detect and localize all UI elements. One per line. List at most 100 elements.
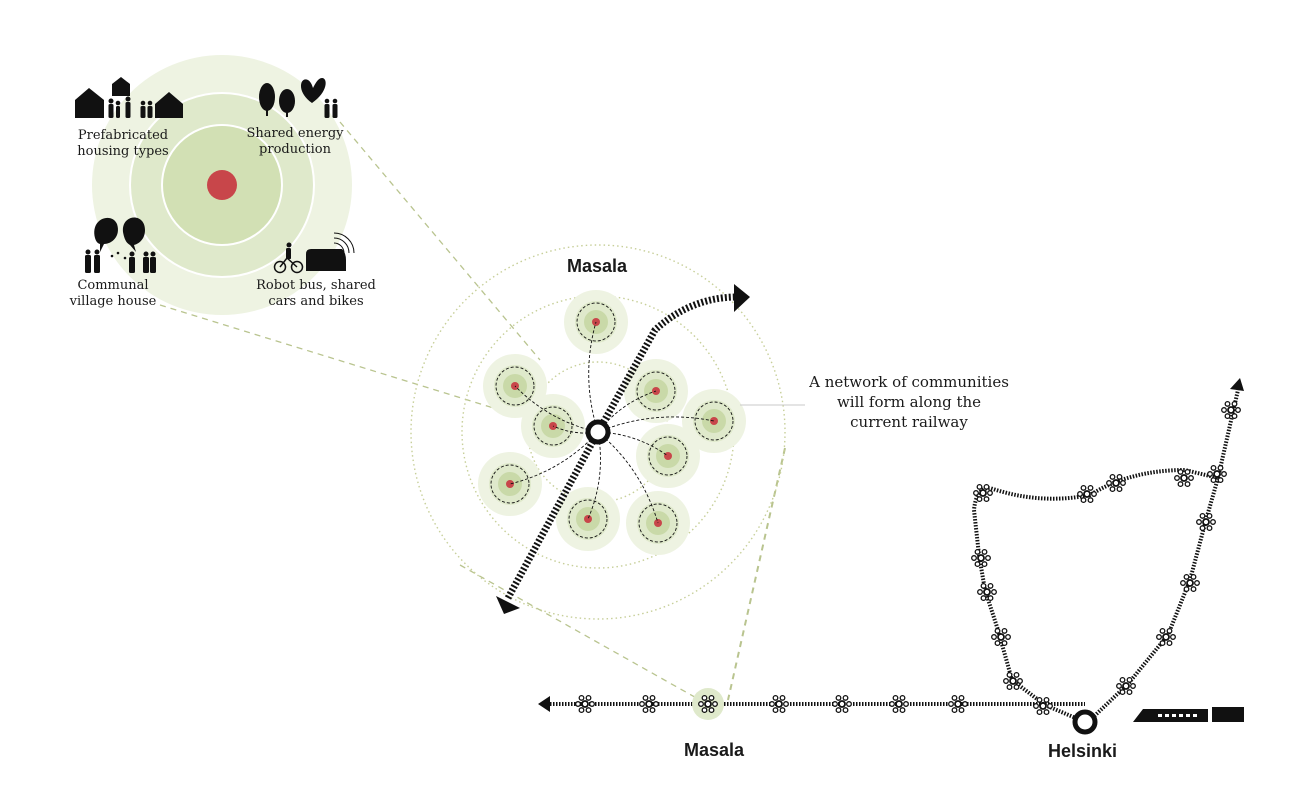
station-node xyxy=(1156,627,1176,647)
node-petal xyxy=(578,707,585,714)
zoom-center-dot xyxy=(207,170,237,200)
node-petal xyxy=(987,582,994,589)
node-petal xyxy=(987,490,993,496)
node-petal xyxy=(1184,481,1191,488)
loop-railway-line xyxy=(971,467,1221,724)
node-petal xyxy=(1159,627,1166,634)
node-petal xyxy=(958,707,965,714)
station-node xyxy=(1033,696,1053,716)
station-label-masala: Masala xyxy=(684,740,745,760)
pod-center xyxy=(584,515,592,523)
node-petal xyxy=(779,707,786,714)
node-petal xyxy=(1177,481,1184,488)
node-petal xyxy=(976,483,983,490)
node-center xyxy=(1122,682,1130,690)
node-petal xyxy=(974,548,981,555)
station-node xyxy=(1207,464,1227,484)
node-petal xyxy=(712,701,718,707)
station-node xyxy=(991,627,1011,647)
node-petal xyxy=(649,694,656,701)
label-line: housing types xyxy=(77,144,169,159)
station-node xyxy=(698,694,718,714)
node-petal xyxy=(779,694,786,701)
node-petal xyxy=(642,694,649,701)
pod-path-loop xyxy=(576,302,616,342)
node-petal xyxy=(1183,586,1190,593)
station-label-helsinki: Helsinki xyxy=(1048,741,1118,761)
network-outer-boundary xyxy=(410,244,786,620)
pod-path-loop xyxy=(694,401,734,441)
node-petal xyxy=(1120,480,1126,486)
station-node xyxy=(948,694,968,714)
node-petal xyxy=(1207,471,1213,477)
node-petal xyxy=(1006,684,1013,691)
train-icon xyxy=(1133,707,1244,722)
station-node xyxy=(575,694,595,714)
node-petal xyxy=(1116,486,1123,493)
house-icon xyxy=(75,88,104,118)
node-center xyxy=(1202,518,1210,526)
arrow-icon xyxy=(734,284,750,312)
label-line: village house xyxy=(69,294,157,309)
node-petal xyxy=(1003,678,1009,684)
node-petal xyxy=(903,701,909,707)
node-petal xyxy=(991,634,997,640)
station-node xyxy=(889,694,909,714)
node-center xyxy=(1009,677,1017,685)
node-petal xyxy=(701,694,708,701)
node-petal xyxy=(585,707,592,714)
community-network xyxy=(410,244,805,620)
label-line: Shared energy xyxy=(246,126,344,141)
village-icons xyxy=(85,217,156,273)
label-energy: Shared energy production xyxy=(240,126,350,158)
node-petal xyxy=(994,627,1001,634)
node-center xyxy=(895,700,903,708)
zoom-connectors xyxy=(159,121,786,701)
node-center xyxy=(581,700,589,708)
node-petal xyxy=(1033,703,1039,709)
train-body xyxy=(1133,709,1208,722)
node-petal xyxy=(899,694,906,701)
connector-line xyxy=(459,564,701,701)
pod-path-loop xyxy=(636,371,676,411)
node-petal xyxy=(769,701,775,707)
community-pod xyxy=(682,389,746,453)
pod-path xyxy=(552,425,599,434)
zoom-detail xyxy=(92,55,352,315)
node-petal xyxy=(983,496,990,503)
node-petal xyxy=(1126,676,1133,683)
wifi-signal-icon xyxy=(333,232,355,254)
node-petal xyxy=(1210,477,1217,484)
node-petal xyxy=(1235,407,1241,413)
node-petal xyxy=(974,561,981,568)
connector-line xyxy=(339,121,541,361)
note-line: current railway xyxy=(850,413,968,431)
node-petal xyxy=(1006,671,1013,678)
node-petal xyxy=(973,490,979,496)
station-node xyxy=(971,548,991,568)
train-car xyxy=(1212,707,1244,722)
station-node xyxy=(769,694,789,714)
station-node xyxy=(977,582,997,602)
node-petal xyxy=(653,701,659,707)
node-petal xyxy=(1017,678,1023,684)
node-petal xyxy=(1156,634,1162,640)
energy-icons xyxy=(259,78,338,118)
helsinki-station xyxy=(1072,709,1098,735)
node-petal xyxy=(1116,473,1123,480)
node-petal xyxy=(1199,525,1206,532)
node-petal xyxy=(948,701,954,707)
node-petal xyxy=(1206,512,1213,519)
node-center xyxy=(1039,702,1047,710)
node-center xyxy=(645,700,653,708)
house-icon xyxy=(112,77,130,96)
node-petal xyxy=(1091,491,1097,497)
label-transport: Robot bus, shared cars and bikes xyxy=(252,278,380,310)
station-node xyxy=(639,694,659,714)
node-petal xyxy=(1196,519,1202,525)
node-petal xyxy=(1174,475,1180,481)
node-petal xyxy=(1080,484,1087,491)
node-petal xyxy=(1087,484,1094,491)
arrow-icon xyxy=(1230,378,1244,391)
